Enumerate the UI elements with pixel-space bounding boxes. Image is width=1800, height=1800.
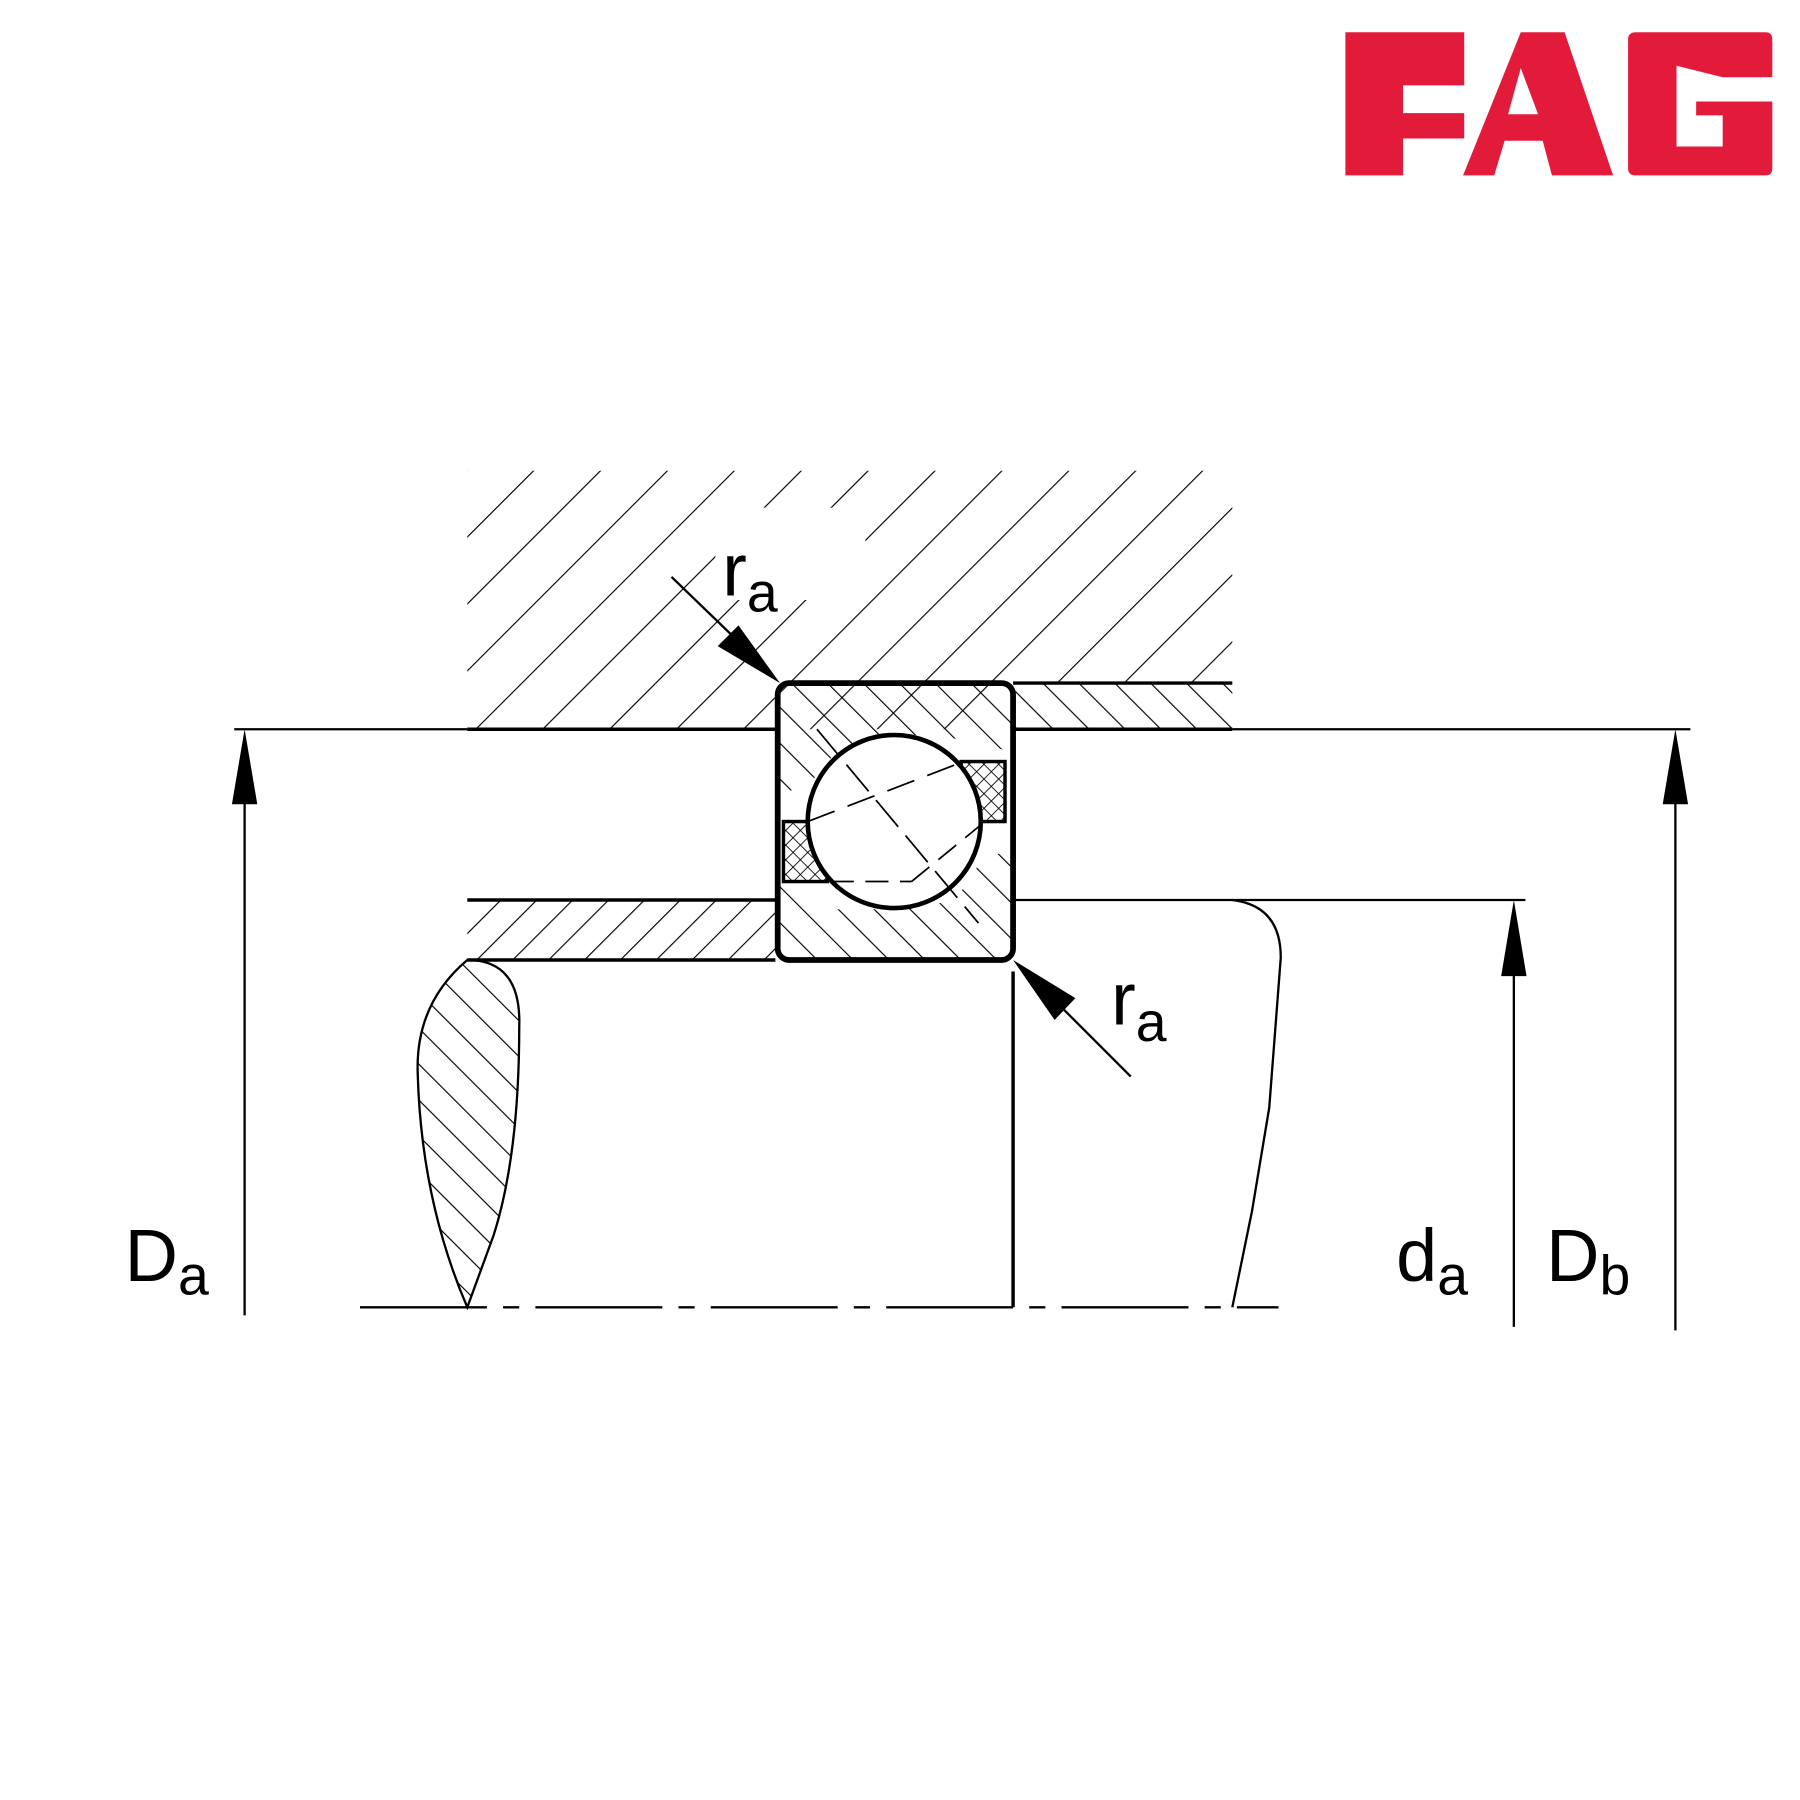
label-Da: Da [125, 1214, 209, 1307]
arrow-up-icon [1501, 900, 1527, 977]
shaft-break-left [416, 958, 521, 1311]
arrow-up-icon [1662, 729, 1689, 805]
dimension-ra-bottom [1013, 960, 1132, 1078]
label-ra-bottom: ra [1111, 958, 1167, 1053]
dimension-Db [1232, 728, 1691, 1331]
dimension-ra-top [670, 576, 780, 684]
housing-section [467, 470, 1233, 731]
angular-contact-ball-bearing [774, 680, 1016, 963]
label-Db: Db [1546, 1214, 1630, 1307]
fag-logo [1345, 32, 1773, 176]
dimension-Da [231, 728, 468, 1316]
label-ra-top: ra [722, 528, 778, 623]
dimension-da [1232, 898, 1527, 1327]
label-da: da [1396, 1214, 1468, 1307]
arrow-icon [717, 625, 780, 684]
arrow-icon [1013, 960, 1076, 1020]
arrow-up-icon [231, 729, 258, 805]
